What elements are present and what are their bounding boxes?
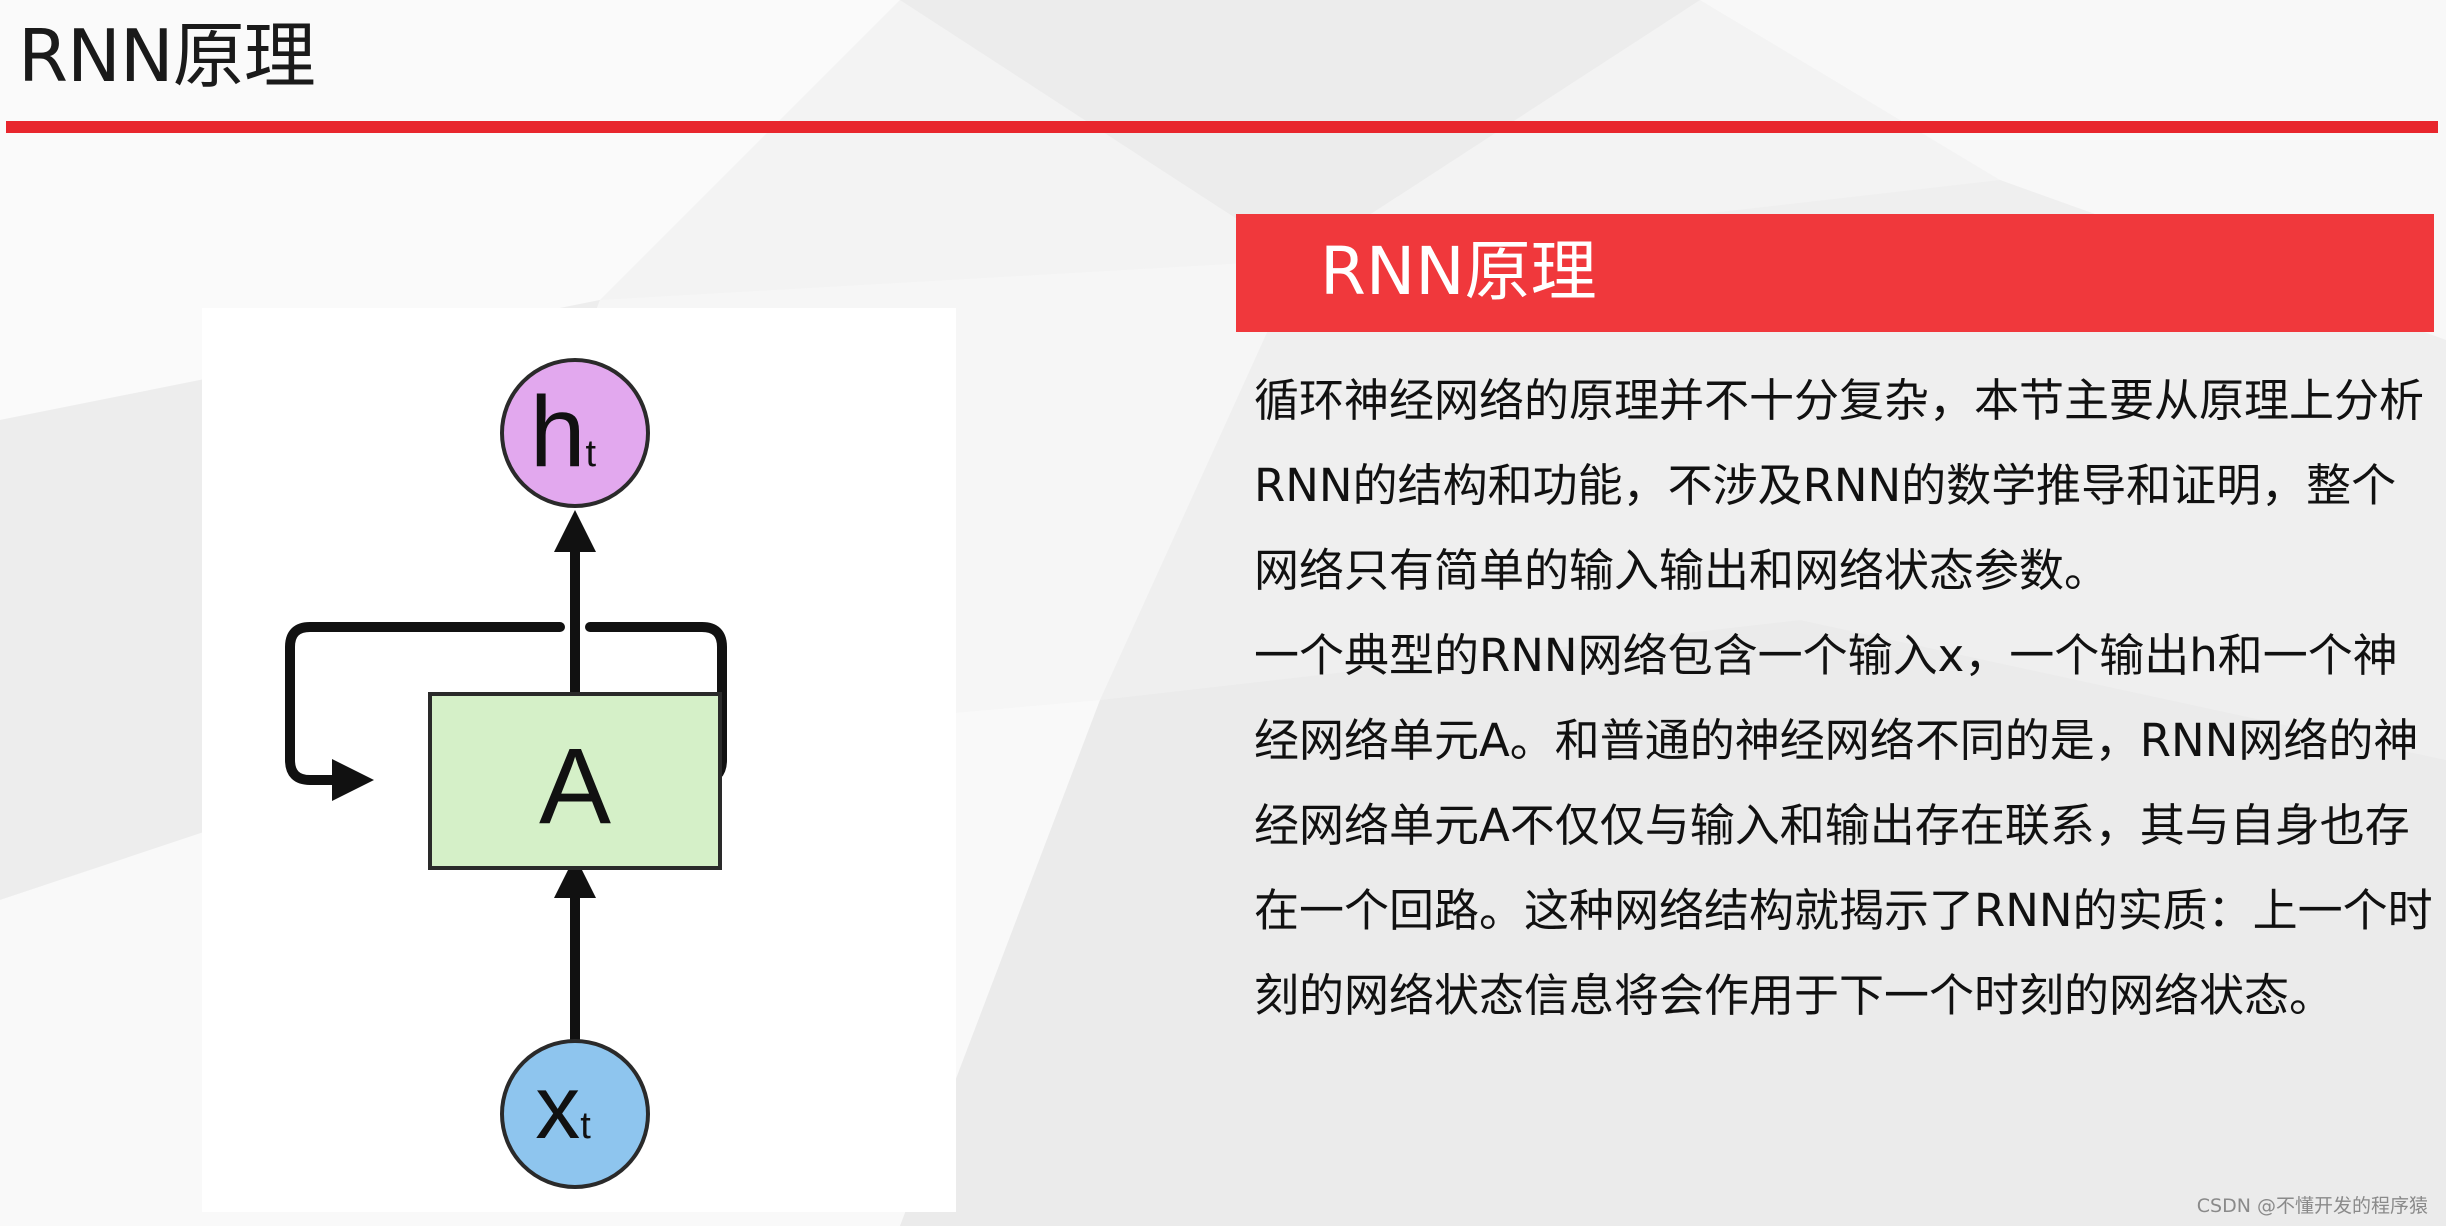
output-node-main: h: [530, 376, 586, 488]
input-node-label: xt: [535, 1058, 591, 1158]
section-title: RNN原理: [1320, 233, 1597, 310]
slide-title: RNN原理: [18, 14, 316, 98]
output-node: [500, 358, 650, 508]
rnn-diagram-panel: A ht xt: [202, 308, 956, 1212]
input-arrow-head: [554, 856, 596, 898]
body-paragraph-1: 循环神经网络的原理并不十分复杂，本节主要从原理上分析RNN的结构和功能，不涉及R…: [1254, 374, 2425, 597]
rnn-cell-label: A: [539, 725, 611, 846]
input-node-sub: t: [580, 1105, 591, 1147]
watermark: CSDN @不懂开发的程序猿: [2196, 1195, 2428, 1217]
title-rule: [6, 121, 2438, 133]
loop-arrow-head: [332, 759, 374, 801]
input-node: [500, 1039, 650, 1189]
output-node-label: ht: [530, 376, 597, 488]
section-body: 循环神经网络的原理并不十分复杂，本节主要从原理上分析RNN的结构和功能，不涉及R…: [1254, 358, 2434, 1038]
input-node-main: x: [535, 1058, 580, 1158]
rnn-diagram: A ht xt: [285, 358, 727, 1189]
rnn-cell: [428, 692, 722, 870]
output-node-sub: t: [586, 433, 597, 475]
section-header: RNN原理: [1236, 214, 2434, 332]
output-arrow-head: [554, 510, 596, 552]
body-paragraph-2: 一个典型的RNN网络包含一个输入x，一个输出h和一个神经网络单元A。和普通的神经…: [1254, 629, 2433, 1022]
